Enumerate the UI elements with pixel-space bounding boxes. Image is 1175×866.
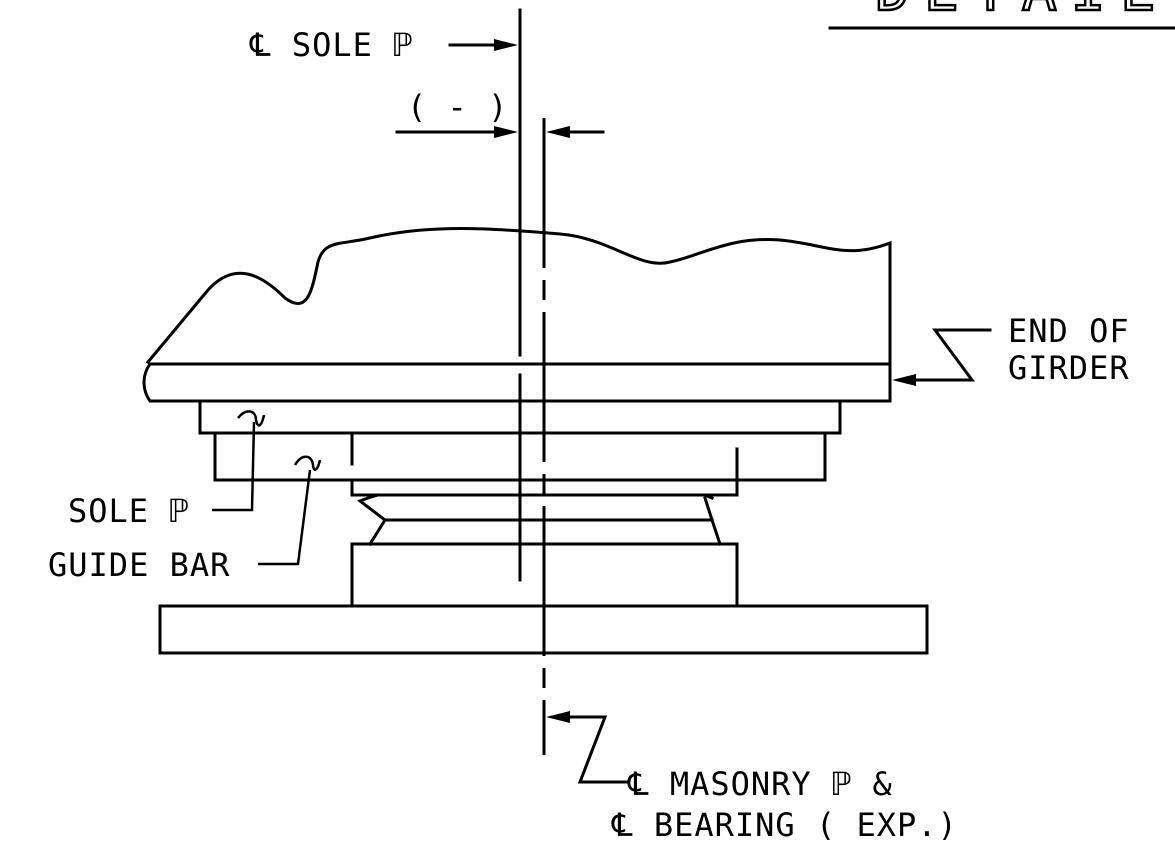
cl-sole-plate-label: ℄ SOLE ℙ [249, 26, 413, 64]
rocker-element [356, 493, 722, 547]
guide-bar-squiggle [293, 455, 322, 471]
girder-flange [142, 362, 892, 403]
masonry-arrowhead [546, 711, 570, 723]
end-girder-leader [910, 328, 992, 382]
guide-bar-leader [258, 469, 312, 566]
cl-sole-arrowhead [494, 39, 518, 51]
dim-left-arrowhead [494, 126, 518, 138]
end-of-girder-label-line2: GIRDER [1008, 349, 1130, 387]
girder-web-outline [145, 227, 892, 366]
end-girder-arrowhead [892, 374, 916, 386]
end-of-girder-label-line1: END OF [1008, 312, 1130, 350]
cl-masonry-label-line2: ℄ BEARING ( EXP.) [611, 806, 958, 844]
sole-plate-squiggle [237, 410, 266, 427]
sole-plate-label: SOLE ℙ [68, 492, 190, 530]
sole-plate-leader [212, 421, 256, 512]
guide-bar-label: GUIDE BAR [48, 546, 230, 584]
masonry-leader [563, 715, 630, 784]
minus-dimension-label: ( - ) [407, 88, 508, 126]
detail-title: DETAIL [875, 0, 1169, 24]
dim-right-arrowhead [546, 126, 570, 138]
cl-masonry-label-line1: ℄ MASONRY ℙ & [627, 765, 893, 803]
